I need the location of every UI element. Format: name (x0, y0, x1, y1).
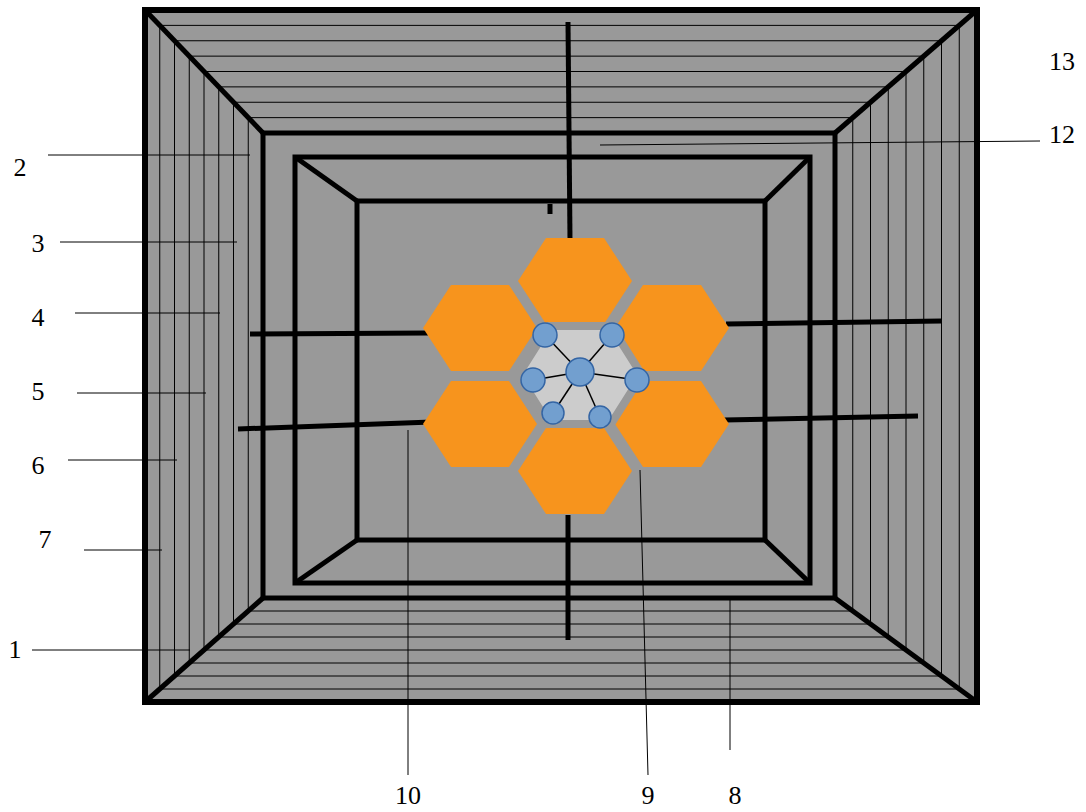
mirror-segment (518, 428, 632, 514)
layer-line (234, 624, 871, 625)
shield-frame (145, 10, 977, 702)
shield-ground (145, 10, 977, 702)
layer-line (175, 676, 942, 677)
callout-number: 13 (1049, 49, 1075, 75)
callout-number: 1 (9, 637, 22, 663)
layer-line (248, 611, 853, 612)
callout-number: 7 (39, 527, 52, 553)
layer-line (160, 25, 960, 26)
layer-line (219, 86, 889, 87)
layer-line (248, 117, 853, 118)
layer-line (906, 72, 907, 651)
layer-line (233, 102, 234, 624)
layer-line (189, 56, 924, 57)
layer-line (175, 40, 942, 41)
layer-line (159, 25, 160, 689)
callout-number: 9 (642, 783, 655, 809)
layer-line (959, 25, 960, 689)
layer-line (941, 41, 942, 676)
layer-line (174, 41, 175, 676)
callout-number: 3 (32, 231, 45, 257)
layer-line (204, 71, 906, 72)
layer-line (852, 118, 853, 611)
secondary-mirror-parts (521, 323, 649, 428)
mirror-segment (518, 238, 632, 324)
layer-line (160, 689, 960, 690)
mirror-segment (423, 285, 537, 371)
layer-line (923, 56, 924, 663)
layer-line (218, 87, 219, 637)
layer-line (204, 650, 906, 651)
layer-line (204, 72, 205, 651)
shield-layers (160, 25, 960, 689)
layer-line (219, 637, 889, 638)
callout-number: 12 (1049, 122, 1075, 148)
layer-line (888, 87, 889, 637)
layer-line (248, 118, 249, 611)
callout-number: 6 (32, 453, 45, 479)
callout-number: 5 (32, 379, 45, 405)
layer-line (189, 663, 924, 664)
mirror-segment (423, 381, 537, 467)
callout-number: 2 (14, 155, 27, 181)
leader-lines (32, 141, 1040, 775)
callout-number: 4 (32, 305, 45, 331)
callout-number: 10 (395, 783, 421, 809)
layer-line (234, 102, 871, 103)
layer-line (870, 102, 871, 624)
layer-line (189, 56, 190, 663)
callout-number: 8 (729, 783, 742, 809)
shield-outline (145, 10, 977, 702)
mirror-segments (423, 238, 729, 514)
